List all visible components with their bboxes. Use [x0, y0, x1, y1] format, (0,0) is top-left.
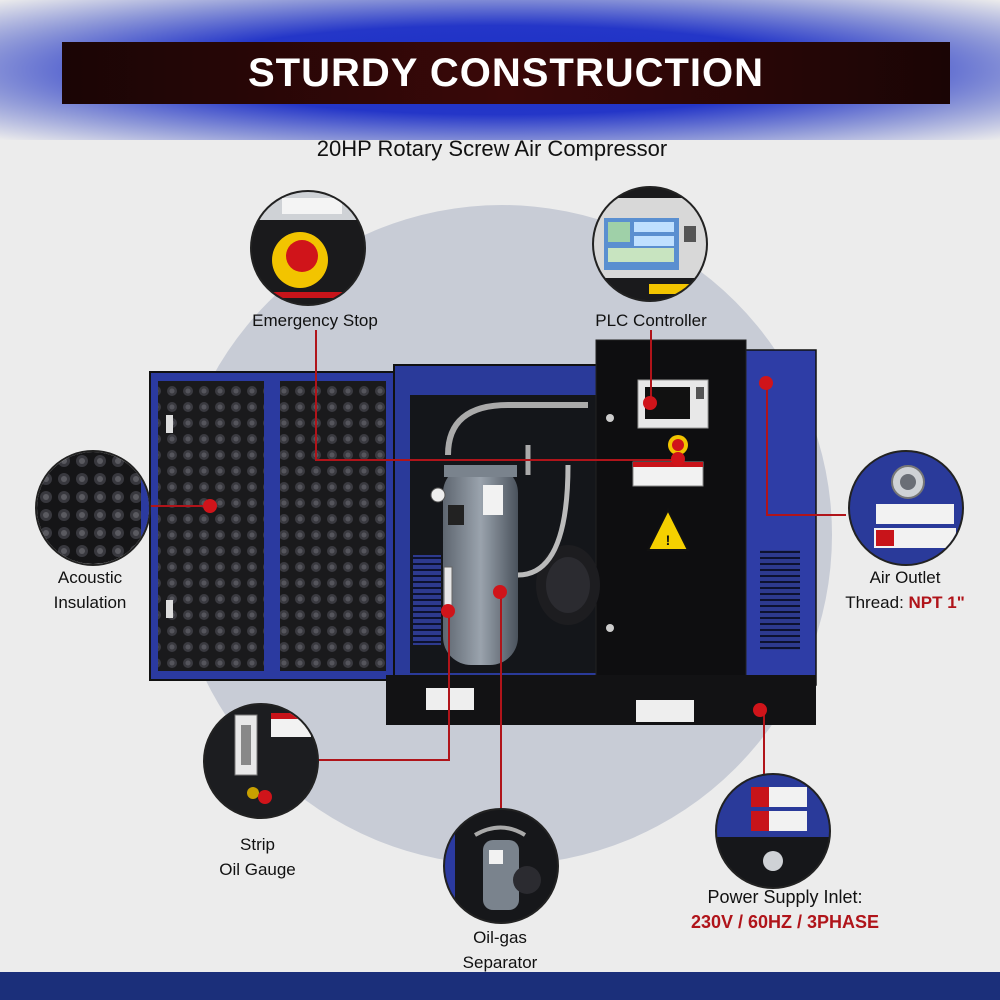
dot-power [753, 703, 767, 717]
dot-acoustic [203, 499, 217, 513]
dot-separator [493, 585, 507, 599]
plc-thumb-icon [594, 198, 706, 294]
title-banner: STURDY CONSTRUCTION [62, 42, 950, 104]
leader-power-v [763, 712, 765, 780]
thumb-acoustic-insulation [35, 450, 151, 566]
dot-oil-gauge [441, 604, 455, 618]
label-plc-controller: PLC Controller [595, 311, 707, 330]
separator-thumb-icon [445, 810, 541, 922]
label-emergency-stop: Emergency Stop [252, 311, 378, 330]
air-outlet-line1: Air Outlet [869, 568, 941, 587]
product-subtitle: 20HP Rotary Screw Air Compressor [316, 136, 668, 161]
oil-gauge-line2: Oil Gauge [219, 860, 296, 879]
thumb-air-outlet [848, 450, 964, 566]
power-line1: Power Supply Inlet: [707, 887, 863, 907]
leader-emergency-stop-h [315, 459, 678, 461]
dot-air-outlet [759, 376, 773, 390]
air-outlet-line2: Thread: NPT 1" [820, 590, 990, 615]
power-spec: 230V / 60HZ / 3PHASE [690, 912, 880, 932]
leader-oil-gauge-v [448, 615, 450, 761]
label-oil-gas-separator: Oil-gas Separator [425, 925, 575, 975]
label-acoustic-insulation: Acoustic Insulation [20, 565, 160, 615]
thumb-power-supply [715, 773, 831, 889]
power-thumb-icon [717, 775, 829, 871]
oil-gauge-thumb-icon [234, 713, 311, 804]
svg-text:!: ! [666, 532, 671, 548]
leader-acoustic [145, 505, 210, 507]
leader-oil-gauge-h [318, 759, 450, 761]
footer-bar [0, 972, 1000, 1000]
leader-air-outlet-h [766, 514, 846, 516]
compressor-illustration: ! [149, 339, 817, 725]
dot-plc [643, 396, 657, 410]
page-title: STURDY CONSTRUCTION [247, 50, 765, 95]
leader-air-outlet-v [766, 385, 768, 515]
acoustic-line2: Insulation [53, 593, 127, 612]
air-outlet-prefix: Thread: [845, 593, 909, 612]
separator-line2: Separator [462, 953, 538, 972]
leader-separator-v [500, 595, 502, 810]
outlet-thumb-icon [874, 465, 956, 548]
label-power-supply: Power Supply Inlet: 230V / 60HZ / 3PHASE [660, 885, 910, 935]
oil-gauge-line1: Strip [240, 835, 275, 854]
acoustic-line1: Acoustic [57, 568, 123, 587]
leader-plc-v [650, 330, 652, 400]
air-outlet-spec: NPT 1" [908, 593, 965, 612]
thumb-emergency-stop [250, 190, 366, 306]
thumb-oil-gas-separator [443, 808, 559, 924]
leader-emergency-stop-v [315, 330, 317, 460]
label-air-outlet: Air Outlet Thread: NPT 1" [820, 565, 990, 615]
estop-thumb-icon [252, 192, 364, 298]
foam-thumb-icon [37, 452, 149, 564]
dot-emergency-stop [671, 452, 685, 466]
thumb-strip-oil-gauge [203, 703, 319, 819]
label-strip-oil-gauge: Strip Oil Gauge [185, 832, 330, 882]
thumb-plc-controller [592, 186, 708, 302]
separator-line1: Oil-gas [473, 928, 527, 947]
